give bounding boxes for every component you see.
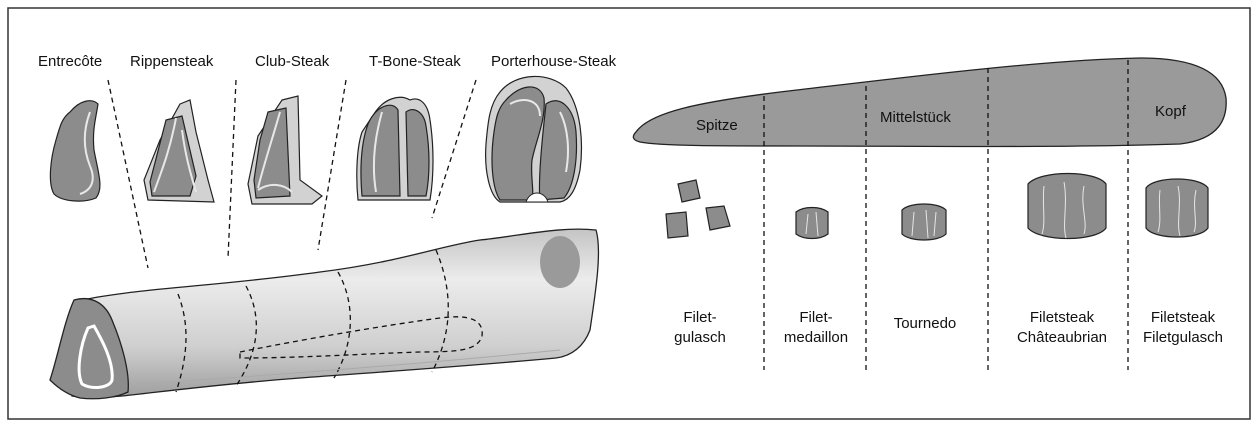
- label-filetsteak-1: Filetsteak: [1030, 309, 1095, 326]
- label-filetgulasch-2: gulasch: [674, 329, 726, 346]
- label-rippensteak: Rippensteak: [130, 53, 214, 70]
- label-entrecote: Entrecôte: [38, 53, 102, 70]
- steak-porterhouse-piece: [486, 76, 582, 202]
- label-filetmedaillon-1: Filet-: [799, 309, 832, 326]
- filet-cut-labels: Filet- gulasch Filet- medaillon Tournedo…: [674, 309, 1223, 346]
- label-porterhouse-steak: Porterhouse-Steak: [491, 53, 617, 70]
- label-filetsteak-2: Filetsteak: [1151, 309, 1216, 326]
- filet-body: Spitze Mittelstück Kopf: [633, 58, 1226, 147]
- steak-t-bone-piece: [357, 97, 433, 200]
- label-chateaubrian: Châteaubrian: [1017, 329, 1107, 346]
- piece-filetsteak-kopf: [1146, 179, 1208, 237]
- steak-labels: Entrecôte Rippensteak Club-Steak T-Bone-…: [38, 53, 617, 70]
- steak-entrecote-piece: [50, 101, 100, 201]
- label-spitze: Spitze: [696, 117, 738, 134]
- label-filetgulasch-1: Filet-: [683, 309, 716, 326]
- label-mittelstueck: Mittelstück: [880, 109, 951, 126]
- steak-rippensteak-piece: [144, 100, 214, 202]
- steak-club-steak-piece: [248, 96, 322, 204]
- label-kopf: Kopf: [1155, 103, 1187, 120]
- piece-filetgulasch: [666, 180, 730, 238]
- label-club-steak: Club-Steak: [255, 53, 330, 70]
- label-tournedo: Tournedo: [894, 315, 957, 332]
- label-filetgulasch-kopf: Filetgulasch: [1143, 329, 1223, 346]
- label-t-bone-steak: T-Bone-Steak: [369, 53, 461, 70]
- piece-tournedo: [902, 204, 946, 240]
- beef-loin-body: [50, 229, 598, 399]
- label-filetmedaillon-2: medaillon: [784, 329, 848, 346]
- piece-filetmedaillon: [796, 208, 828, 239]
- piece-chateaubriand: [1028, 174, 1106, 239]
